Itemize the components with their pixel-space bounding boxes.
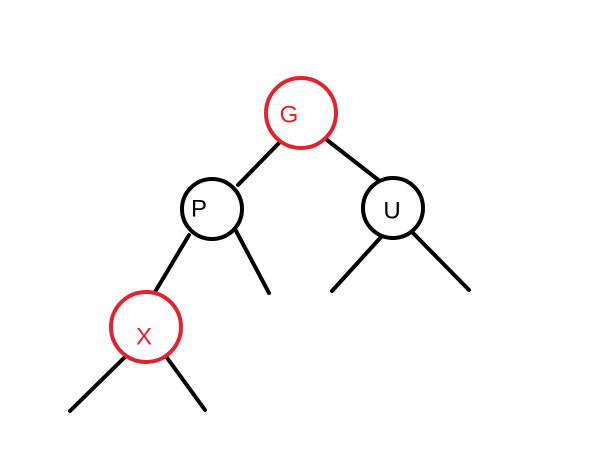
edge-p-x: [150, 233, 191, 299]
node-g-label: G: [280, 102, 299, 129]
edge-u-null-right: [411, 231, 471, 292]
edge-g-u: [325, 138, 383, 184]
node-u-circle: [361, 176, 425, 240]
node-p-label: P: [191, 196, 207, 223]
node-g-circle: [264, 76, 338, 150]
node-p-circle: [180, 177, 244, 241]
node-x-label: X: [136, 324, 152, 351]
edge-x-null-left: [68, 352, 130, 413]
node-g: G: [264, 76, 338, 150]
node-x-circle: [109, 290, 183, 364]
edge-u-null-left: [330, 234, 384, 293]
edge-p-null-right: [233, 227, 271, 295]
edge-g-p: [236, 140, 282, 187]
node-p: P: [180, 177, 244, 241]
edge-x-null-right: [163, 353, 207, 412]
nodes-group: G P U X: [109, 76, 425, 364]
node-u: U: [361, 176, 425, 240]
node-x: X: [109, 290, 183, 364]
node-u-label: U: [383, 198, 400, 225]
edges-group: [68, 138, 471, 413]
